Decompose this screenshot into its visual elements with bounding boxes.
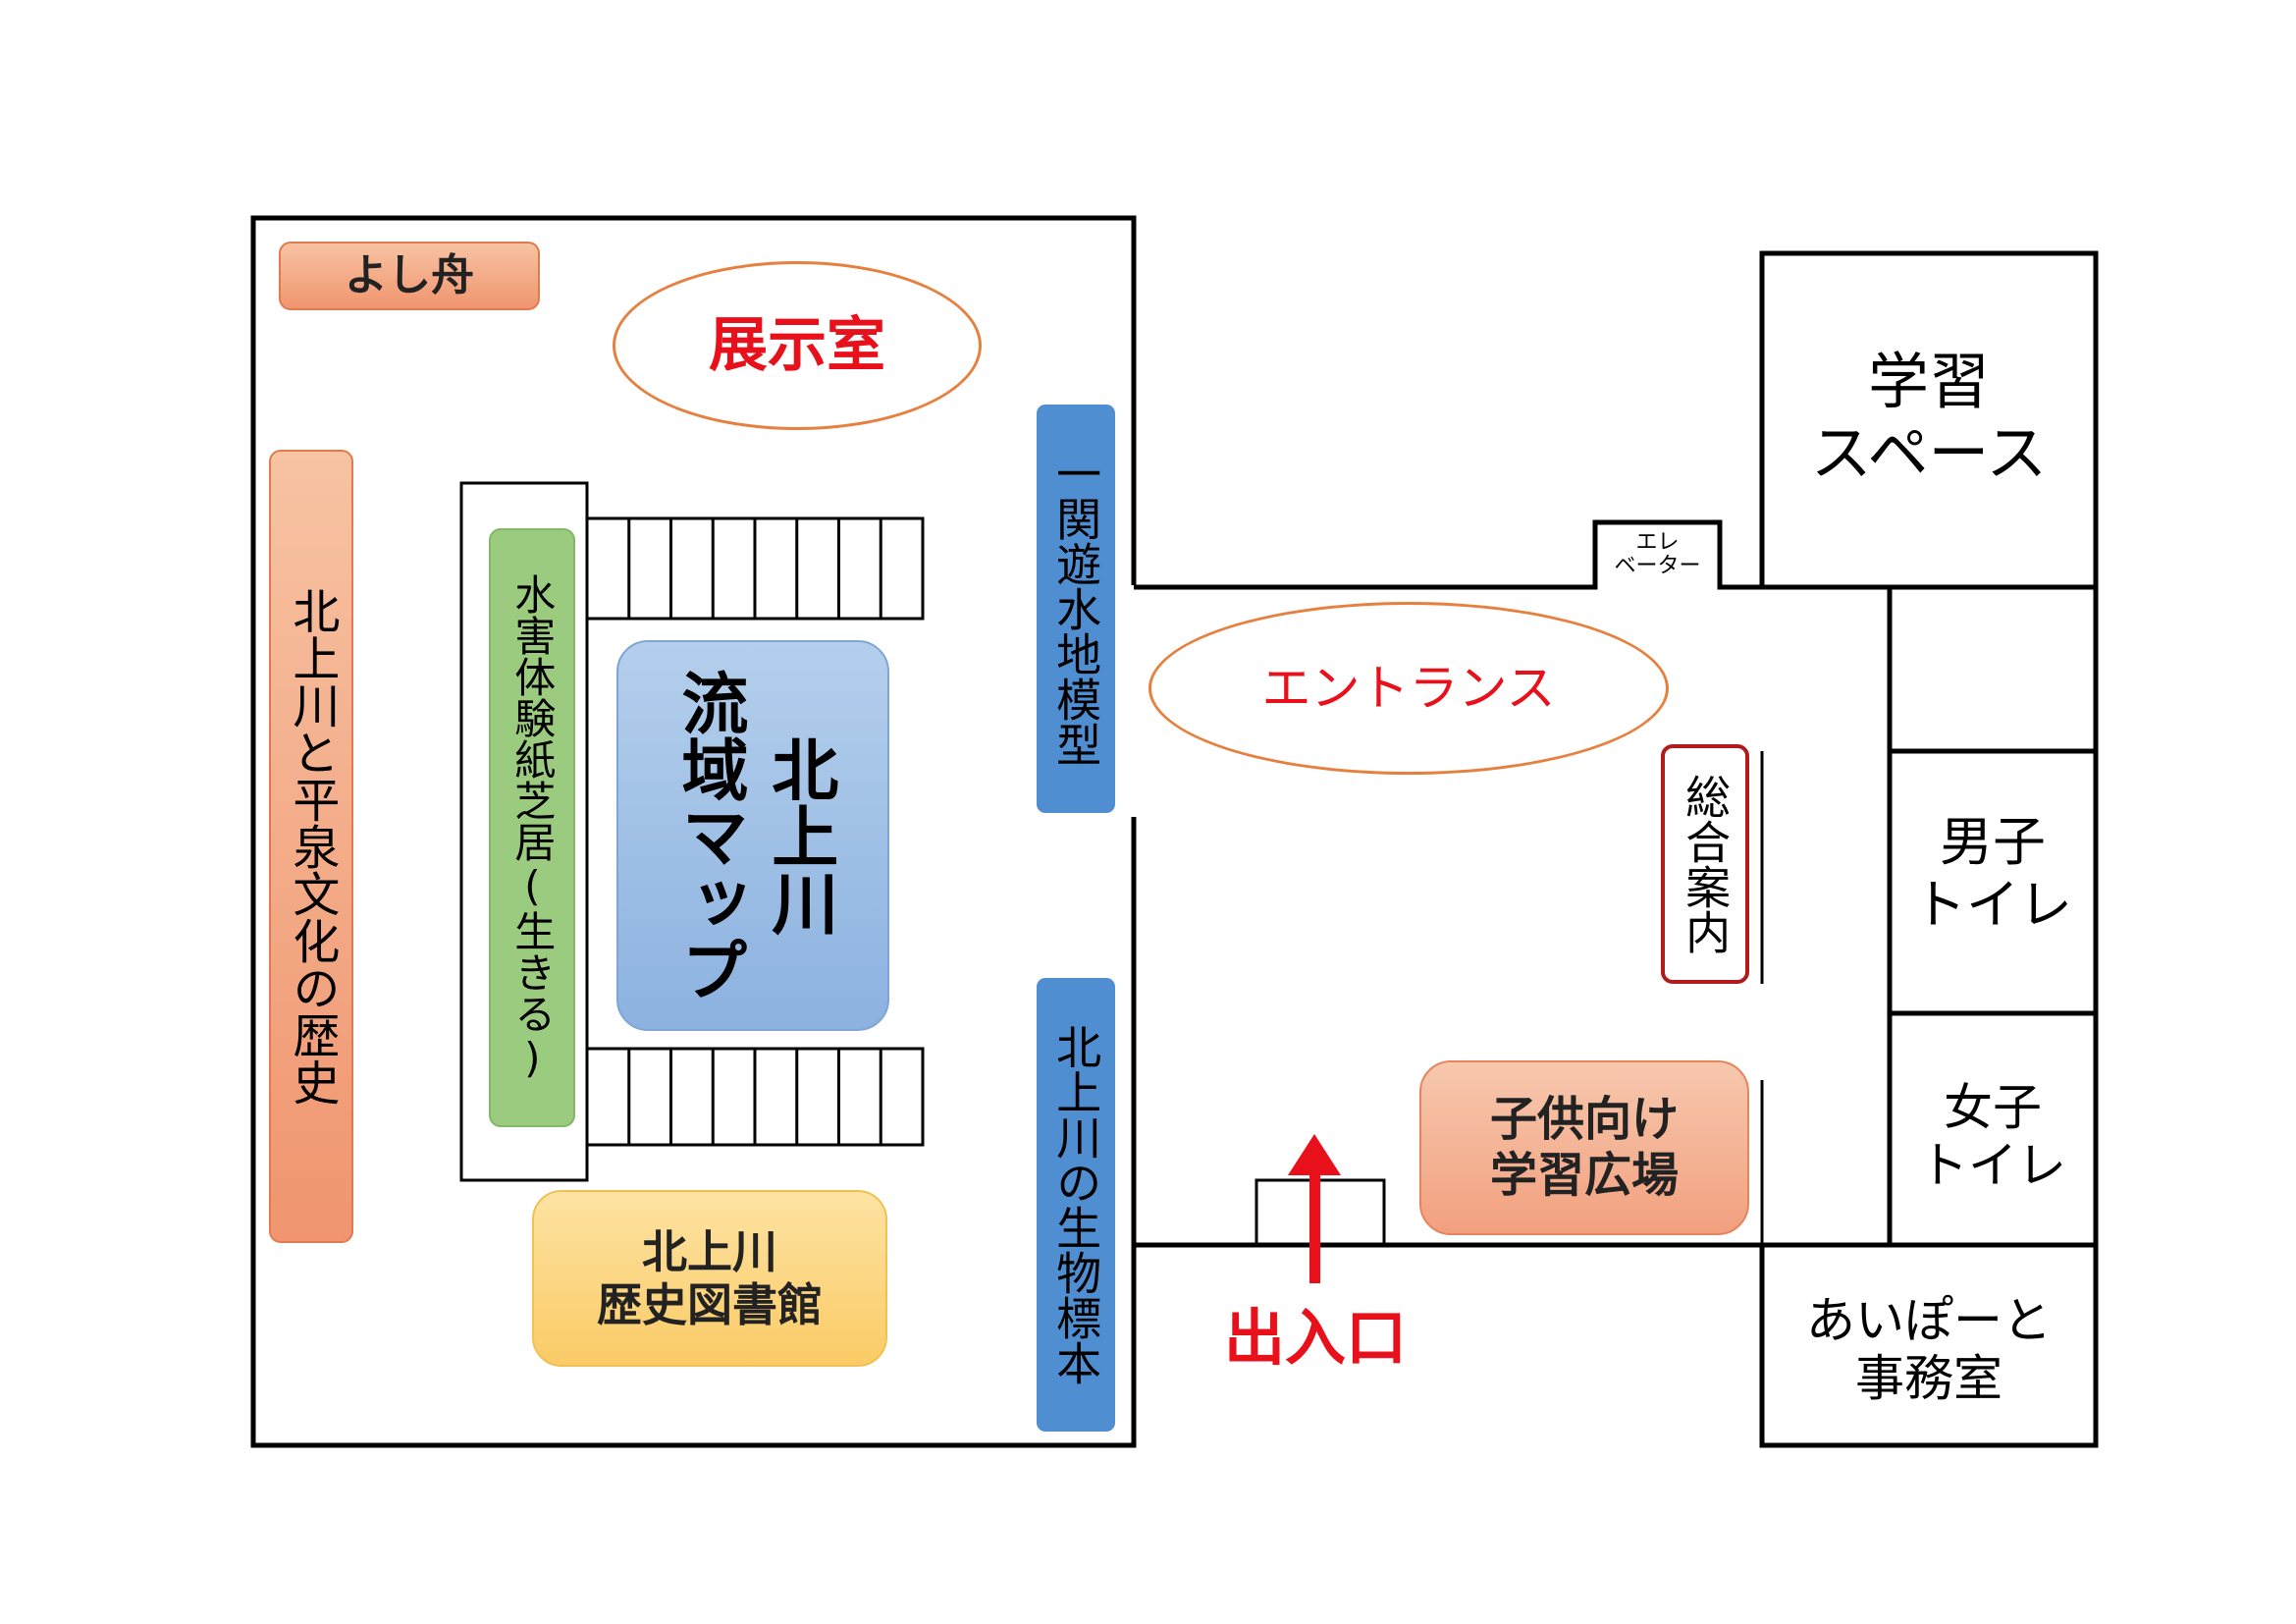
yoshibune-exhibit: よし舟	[279, 242, 540, 310]
entry-arrow	[1288, 1134, 1341, 1283]
exhibition-room-title: 展示室	[613, 261, 982, 430]
basin-map-exhibit: 北上川 流域マップ	[616, 640, 889, 1031]
kamishibai-partition	[459, 481, 589, 1182]
entry-exit-label: 出入口	[1223, 1302, 1407, 1375]
right-section-wall	[1759, 584, 2099, 1448]
history-library-exhibit: 北上川 歴史図書館	[532, 1190, 887, 1367]
info-desk: 総合案内	[1661, 744, 1749, 984]
kids-learning-plaza: 子供向け 学習広場	[1419, 1060, 1749, 1235]
study-space-room: 学習 スペース	[1810, 345, 2048, 489]
entrance-title: エントランス	[1148, 602, 1669, 775]
womens-toilet: 女子 トイレ	[1919, 1079, 2066, 1194]
flood-kamishibai-exhibit: 水害体験紙芝居(生きる)	[489, 528, 575, 1127]
corridor-top-wall	[1134, 519, 1762, 590]
creatures-specimens-exhibit: 北上川の生物標本	[1037, 978, 1115, 1432]
elevator: エレ ベーター	[1614, 529, 1701, 578]
mens-toilet: 男子 トイレ	[1913, 811, 2072, 936]
ichinoseki-model-exhibit: 一関遊水地模型	[1037, 405, 1115, 813]
exhibition-room-wall	[250, 215, 1137, 1448]
kitakami-hiraizumi-history-exhibit: 北上川と平泉文化の歴史	[269, 450, 353, 1243]
aipoto-office: あいぽーと 事務室	[1806, 1292, 2052, 1407]
